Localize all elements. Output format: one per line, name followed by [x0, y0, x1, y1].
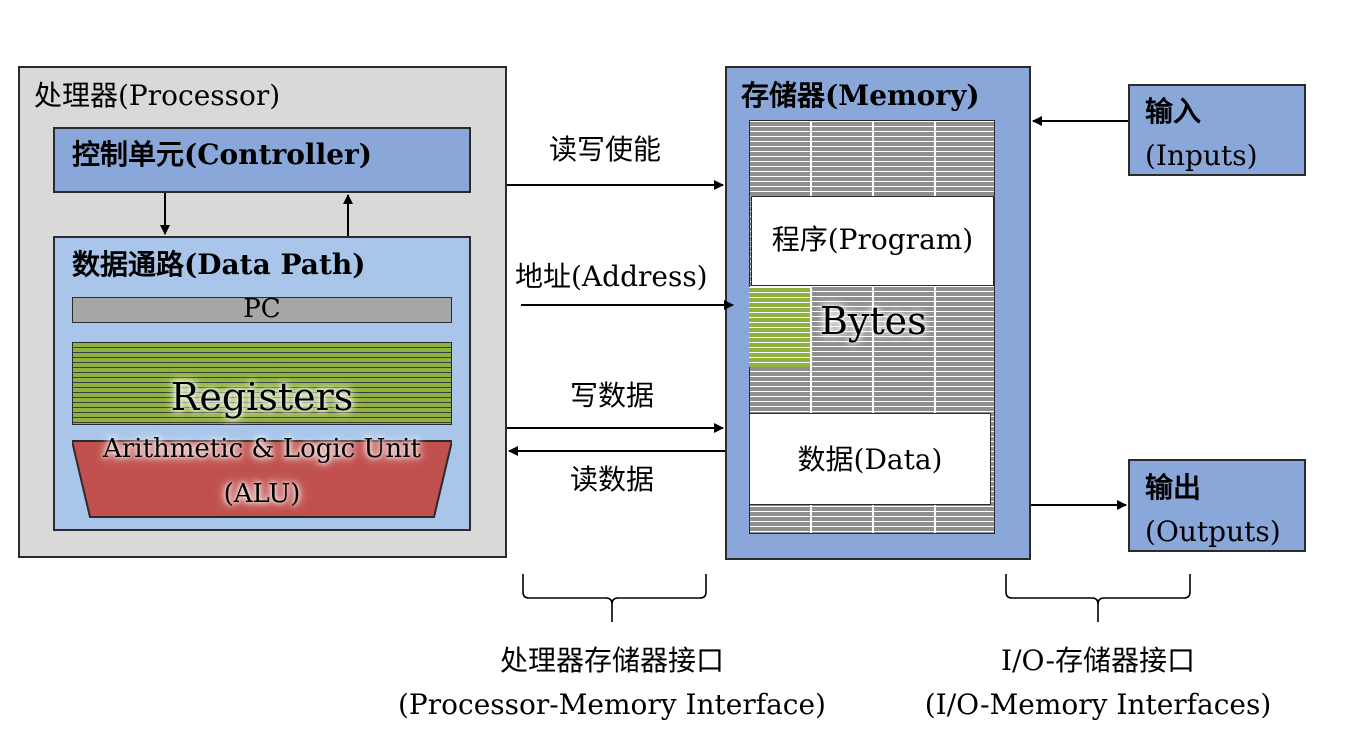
registers-label: Registers	[170, 375, 354, 419]
registers-file	[72, 342, 452, 425]
pm-interface-title: 处理器存储器接口	[499, 644, 724, 677]
alu-label-line2: (ALU)	[223, 479, 301, 509]
program-label: 程序(Program)	[771, 223, 974, 256]
pc-register	[72, 297, 452, 323]
data-label: 数据(Data)	[797, 443, 943, 476]
io-interface-brace	[1005, 574, 1191, 622]
inputs-label-line2: (Inputs)	[1145, 139, 1258, 172]
pm-interface-brace	[522, 574, 707, 622]
controller-block	[53, 127, 471, 193]
io-interface-subtitle: (I/O-Memory Interfaces)	[924, 688, 1272, 721]
program-region	[751, 196, 994, 286]
outputs-block	[1128, 459, 1306, 552]
processor-title: 处理器(Processor)	[34, 79, 281, 112]
pm-interface-subtitle: (Processor-Memory Interface)	[398, 688, 826, 721]
write-data-label: 写数据	[570, 379, 655, 412]
outputs-label-line2: (Outputs)	[1145, 515, 1281, 548]
controller-label: 控制单元(Controller)	[72, 138, 373, 171]
memory-title: 存储器(Memory)	[741, 79, 980, 112]
rw-enable-label: 读写使能	[549, 133, 662, 166]
bytes-label: Bytes	[820, 299, 927, 343]
alu-trapezoid	[72, 440, 452, 518]
datapath-label: 数据通路(Data Path)	[72, 248, 366, 281]
inputs-label-line1: 输入	[1145, 95, 1202, 128]
read-data-label: 读数据	[570, 463, 655, 496]
pc-label: PC	[243, 294, 281, 324]
address-label: 地址(Address)	[515, 260, 708, 293]
data-region	[749, 413, 991, 505]
alu-label-line1: Arithmetic & Logic Unit	[103, 434, 421, 464]
outputs-label-line1: 输出	[1145, 471, 1202, 504]
inputs-block	[1128, 84, 1306, 176]
io-interface-title: I/O-存储器接口	[1001, 644, 1195, 677]
memory-highlighted-bytes	[749, 287, 810, 367]
